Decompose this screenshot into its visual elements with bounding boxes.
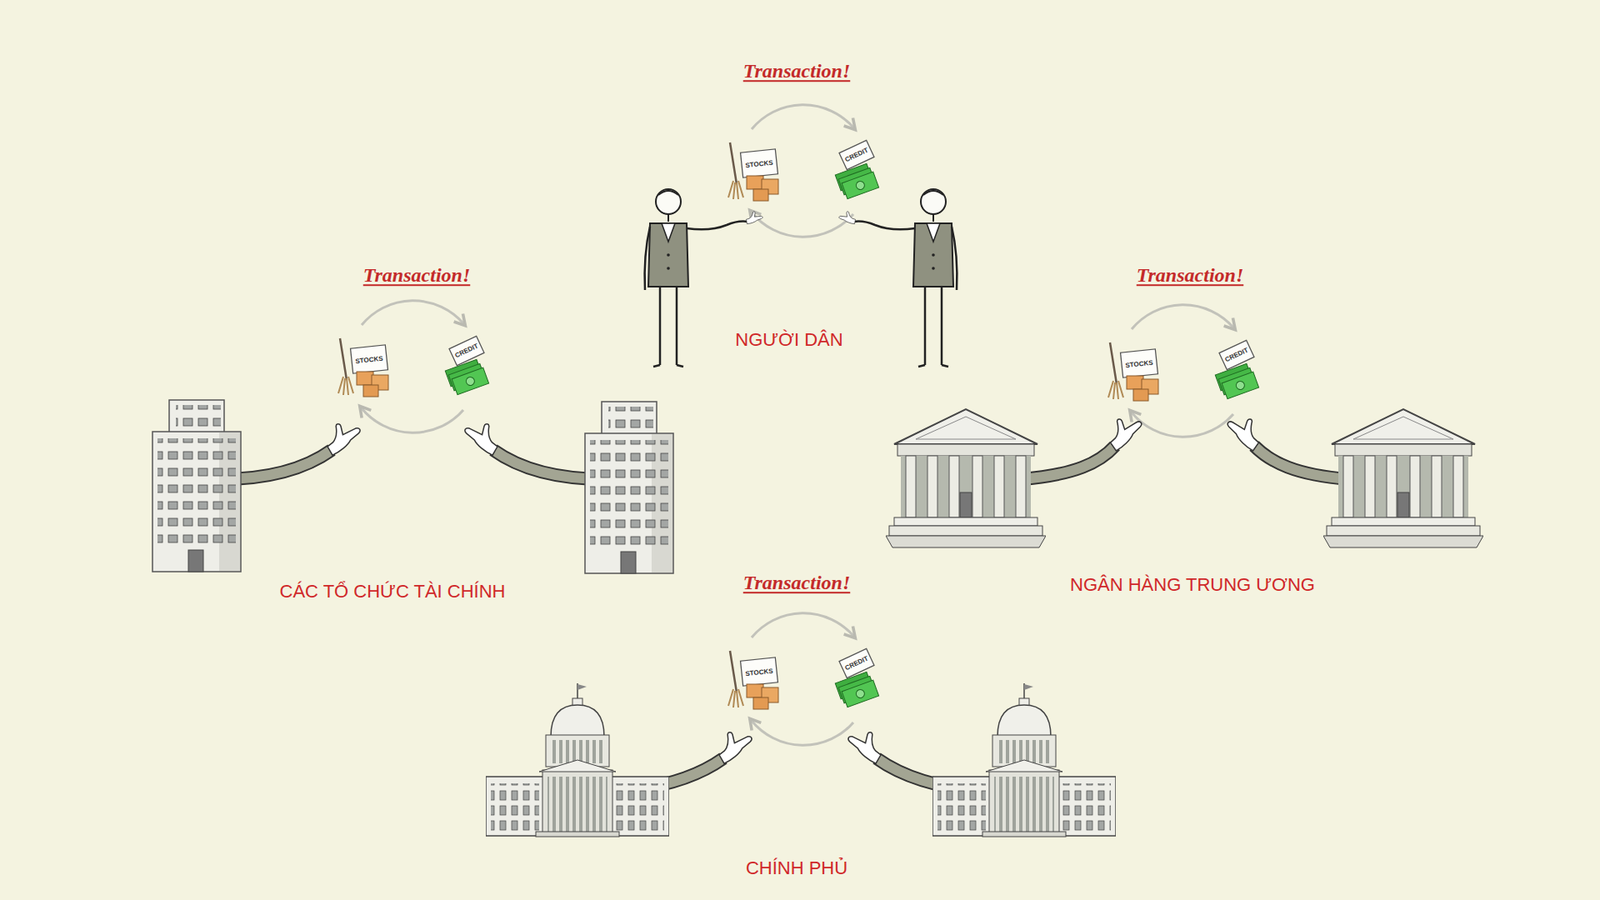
credit-label: CREDIT bbox=[844, 146, 870, 165]
stocks-label: STOCKS bbox=[745, 159, 774, 170]
transaction-cycle bbox=[728, 105, 880, 238]
transaction-cycle bbox=[1108, 305, 1260, 438]
stocks-label: STOCKS bbox=[355, 355, 384, 366]
bank-building bbox=[1323, 409, 1484, 548]
credit-label: CREDIT bbox=[454, 342, 480, 360]
group-label: CHÍNH PHỦ bbox=[745, 857, 848, 879]
transaction-cycle bbox=[338, 300, 490, 434]
group-label: NGÂN HÀNG TRUNG ƯƠNG bbox=[1070, 574, 1315, 595]
bank-building bbox=[885, 409, 1046, 548]
transaction-label: Transaction! bbox=[743, 60, 850, 84]
credit-label: CREDIT bbox=[1224, 346, 1250, 365]
office-building bbox=[585, 401, 674, 574]
transaction-label: Transaction! bbox=[1136, 264, 1244, 288]
capitol-building bbox=[485, 683, 670, 837]
person-figure bbox=[645, 189, 958, 367]
transaction-cycle bbox=[728, 613, 880, 746]
transaction-label: Transaction! bbox=[743, 571, 850, 595]
credit-label: CREDIT bbox=[844, 655, 870, 673]
group-label: CÁC TỔ CHỨC TÀI CHÍNH bbox=[280, 580, 506, 602]
stocks-label: STOCKS bbox=[745, 667, 774, 679]
office-building bbox=[152, 400, 241, 572]
arm bbox=[220, 445, 1349, 792]
stocks-label: STOCKS bbox=[1125, 359, 1154, 370]
group-label: NGƯỜI DÂN bbox=[735, 329, 843, 350]
transaction-label: Transaction! bbox=[363, 264, 470, 288]
capitol-building bbox=[932, 683, 1116, 837]
